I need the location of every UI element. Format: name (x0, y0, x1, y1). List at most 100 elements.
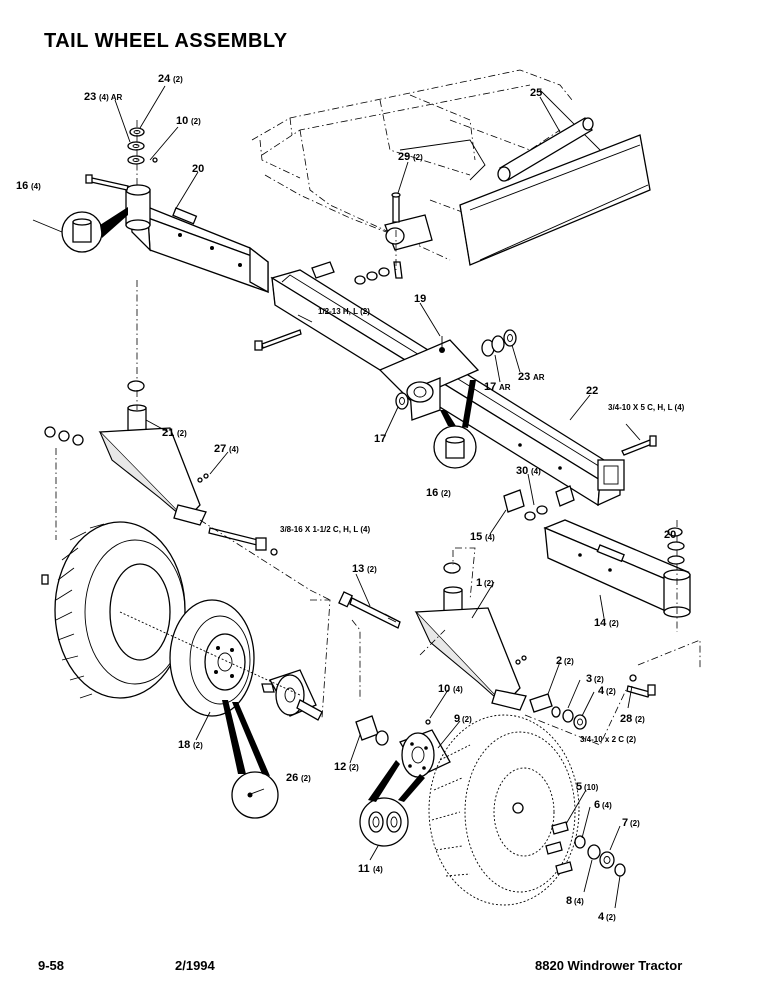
leader-lines (32, 85, 641, 909)
callout-23-ar-qty: AR (533, 373, 545, 382)
part-20-arm-left (129, 198, 269, 294)
callout-22-number: 22 (586, 385, 598, 397)
callout-7-number: 7 (622, 817, 628, 829)
right-spindle-leader (524, 689, 627, 746)
callout-27-number: 27 (214, 443, 226, 455)
callout-21-number: 21 (162, 427, 174, 439)
right-fork-top-leader (455, 547, 476, 601)
callout-20-number: 20 (192, 163, 204, 175)
callout-4-lower-qty: (2) (606, 913, 616, 922)
callout-19-number: 19 (414, 293, 426, 305)
callout-23-qty: (4) AR (99, 93, 122, 102)
callout-11-qty: (4) (373, 865, 383, 874)
upper-left-bolt (85, 174, 129, 191)
right-fork-leader (419, 629, 446, 656)
footer-date: 2/1994 (175, 958, 215, 973)
wheel-lug-hardware (545, 821, 626, 877)
upper-left-washers (127, 120, 158, 185)
bearing-cups-11-detail (359, 760, 425, 847)
callout-9-qty: (2) (462, 715, 472, 724)
callout-4-qty: (2) (606, 687, 616, 696)
callout-18-qty: (2) (193, 741, 203, 750)
callout-13-qty: (2) (367, 565, 377, 574)
bushing-16-center-detail (433, 380, 477, 469)
left-spindle-bolt (208, 527, 278, 556)
callout-16-center-number: 16 (426, 487, 438, 499)
callout-1-qty: (2) (484, 579, 494, 588)
callout-29-number: 29 (398, 151, 410, 163)
callout-26-qty: (2) (301, 774, 311, 783)
valve-stem-26-detail (222, 700, 279, 819)
callout-11-number: 11 (358, 863, 370, 875)
callout-15-number: 15 (470, 531, 482, 543)
part-25-tube (497, 117, 594, 182)
part-12-spacer (355, 715, 389, 746)
frame-side-rail (459, 134, 651, 266)
callout-1-number: 1 (476, 577, 482, 589)
callout-21-qty: (2) (177, 429, 187, 438)
callout-17-ar-number: 17 (484, 381, 496, 393)
left-pivot-tube (125, 184, 151, 231)
part-21-spindle-fork-left (98, 280, 207, 526)
left-axle-centerline (119, 611, 301, 696)
right-pivot-tube (663, 520, 691, 632)
callout-25-number: 25 (530, 87, 542, 99)
callout-5-number: 5 (576, 781, 582, 793)
left-fork-hardware (44, 426, 209, 483)
spec-three-quarter-short-bolt: 3/4-10 x 2 C (2) (580, 735, 636, 744)
beam-top-hardware (311, 230, 403, 285)
beam-washers (395, 329, 517, 410)
callout-10-lower-number: 10 (438, 683, 450, 695)
spec-three-eighths-bolt: 3/8-16 X 1-1/2 C, H, L (4) (280, 525, 370, 534)
frame-bracket (384, 192, 433, 251)
part-18-wheel-rim (169, 599, 255, 717)
callout-23-ar-number: 23 (518, 371, 530, 383)
callout-3-qty: (2) (594, 675, 604, 684)
tire-right (428, 714, 580, 906)
callout-20-right-number: 20 (664, 529, 676, 541)
callout-30-number: 30 (516, 465, 528, 477)
callout-8-number: 8 (566, 895, 572, 907)
callout-4-number: 4 (598, 685, 605, 697)
callout-5-qty: (10) (584, 783, 599, 792)
footer-model: 8820 Windrower Tractor (535, 958, 683, 973)
callout-6-number: 6 (594, 799, 600, 811)
callout-17-number: 17 (374, 433, 386, 445)
callout-16-qty: (4) (31, 182, 41, 191)
footer-page-number: 9-58 (38, 958, 65, 973)
callout-10-qty: (2) (191, 117, 201, 126)
callout-2-qty: (2) (564, 657, 574, 666)
bolt-three-quarter-long (621, 435, 657, 456)
callout-16-center-qty: (2) (441, 489, 451, 498)
callout-16-number: 16 (16, 180, 28, 192)
callout-13-number: 13 (352, 563, 364, 575)
part-9-hub-right (399, 719, 451, 778)
left-fork-to-hub-line (199, 519, 331, 601)
bolt-half-inch (254, 329, 302, 351)
callout-14-qty: (2) (609, 619, 619, 628)
callout-24-qty: (2) (173, 75, 183, 84)
callout-12-number: 12 (334, 761, 346, 773)
callout-10-number: 10 (176, 115, 188, 127)
bushings-15-30 (503, 485, 575, 521)
bushing-16-detail (61, 207, 128, 253)
spec-half-inch-bolt: 1/2-13 H, L (2) (318, 307, 370, 316)
callout-28-number: 28 (620, 713, 632, 725)
part-1-spindle-fork-right (414, 550, 527, 711)
callout-18-number: 18 (178, 739, 190, 751)
left-hub-leader (310, 599, 331, 719)
right-spindle-hardware (529, 674, 656, 730)
callout-labels: 24 (2) 23 (4) AR 10 (2) 25 29 (2) 16 (4)… (16, 73, 676, 923)
callout-15-qty: (4) (485, 533, 495, 542)
part-22-axle-beam (270, 269, 625, 507)
callout-24-number: 24 (158, 73, 171, 85)
hardware-spec-labels: 1/2-13 H, L (2) 3/4-10 X 5 C, H, L (4) 3… (280, 307, 685, 744)
page-title: TAIL WHEEL ASSEMBLY (44, 30, 288, 52)
spec-three-quarter-long-bolt: 3/4-10 X 5 C, H, L (4) (608, 403, 685, 412)
right-arm-bottom-line (637, 639, 701, 668)
center-pivot-plate (378, 336, 480, 421)
callout-12-qty: (2) (349, 763, 359, 772)
callout-14-number: 14 (594, 617, 607, 629)
